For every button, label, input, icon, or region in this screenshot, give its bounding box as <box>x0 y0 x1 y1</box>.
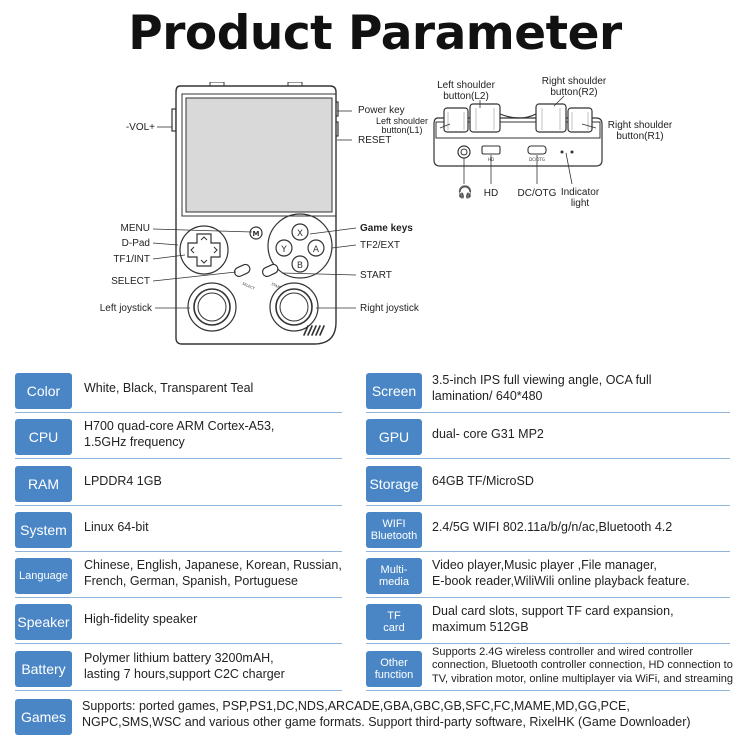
y-button-label: Y <box>280 245 287 255</box>
m-button-label: M <box>253 230 260 238</box>
spec-right-value-3: 2.4/5G WIFI 802.11a/b/g/n/ac,Bluetooth 4… <box>432 520 673 534</box>
spec-right-divider-5 <box>366 643 730 644</box>
spec-left-value-0: White, Black, Transparent Teal <box>84 381 254 395</box>
device-front-illustration: M X Y A B SELECT START <box>171 82 339 345</box>
spec-left-value-1: H700 quad-core ARM Cortex-A53,1.5GHz fre… <box>84 419 275 449</box>
spec-right-divider-3 <box>366 551 730 552</box>
l2-label: Left shoulder button(L2) <box>437 80 495 102</box>
tf1-label: TF1/INT <box>113 254 150 265</box>
r1-label: Right shoulder button(R1) <box>607 120 673 142</box>
tf2-label: TF2/EXT <box>360 240 401 251</box>
menu-label: MENU <box>120 223 150 234</box>
spec-left-value-3: Linux 64-bit <box>84 520 149 534</box>
game-keys-label: Game keys <box>360 223 413 234</box>
spec-games-label-0: Games <box>15 699 72 735</box>
reset-label: RESET <box>358 135 392 146</box>
dc-otg-label: DC/OTG <box>517 188 557 199</box>
a-button-label: A <box>313 245 320 255</box>
spec-right-label-4: Multi-media <box>366 558 422 594</box>
right-joystick-label: Right joystick <box>360 303 419 314</box>
spec-right-value-2: 64GB TF/MicroSD <box>432 474 534 488</box>
device-top-illustration: HD DC/OTG <box>433 103 603 167</box>
spec-left-divider-6 <box>15 690 342 691</box>
indicator-light-label: Indicator light <box>560 187 600 209</box>
start-pill-label: START <box>271 282 283 291</box>
spec-right-divider-4 <box>366 597 730 598</box>
hd-label: HD <box>483 188 499 199</box>
spec-left-divider-0 <box>15 412 342 413</box>
x-button-label: X <box>297 229 303 239</box>
r2-label: Right shoulder button(R2) <box>541 76 607 98</box>
headphone-icon: 🎧 <box>457 185 473 199</box>
spec-left-divider-2 <box>15 505 342 506</box>
vol-label: -VOL+ <box>125 122 155 133</box>
dpad-label: D-Pad <box>121 238 150 249</box>
back-leader-lines <box>439 95 597 185</box>
spec-games-value-0: Supports: ported games, PSP,PS1,DC,NDS,A… <box>82 699 691 729</box>
spec-left-label-2: RAM <box>15 466 72 502</box>
spec-left-label-6: Battery <box>15 651 72 687</box>
spec-right-value-4: Video player,Music player ,File manager,… <box>432 558 690 588</box>
b-button-label: B <box>297 261 303 271</box>
spec-left-value-5: High-fidelity speaker <box>84 612 198 626</box>
front-leader-lines <box>152 110 357 309</box>
l1-label: Left shoulder button(L1) <box>375 116 429 135</box>
spec-left-value-2: LPDDR4 1GB <box>84 474 162 488</box>
spec-left-label-1: CPU <box>15 419 72 455</box>
spec-right-divider-2 <box>366 505 730 506</box>
start-label: START <box>360 270 392 281</box>
spec-left-divider-1 <box>15 458 342 459</box>
spec-left-label-5: Speaker <box>15 604 72 640</box>
spec-right-label-1: GPU <box>366 419 422 455</box>
spec-left-value-6: Polymer lithium battery 3200mAH,lasting … <box>84 651 285 681</box>
spec-left-value-4: Chinese, English, Japanese, Korean, Russ… <box>84 558 342 588</box>
spec-right-label-0: Screen <box>366 373 422 409</box>
spec-right-value-0: 3.5-inch IPS full viewing angle, OCA ful… <box>432 373 652 403</box>
spec-left-divider-3 <box>15 551 342 552</box>
spec-right-divider-1 <box>366 458 730 459</box>
spec-right-divider-6 <box>366 690 730 691</box>
select-label: SELECT <box>111 276 150 287</box>
spec-left-divider-4 <box>15 597 342 598</box>
spec-right-value-6: Supports 2.4G wireless controller and wi… <box>432 645 733 685</box>
page-title: Product Parameter <box>128 6 622 61</box>
spec-right-value-5: Dual card slots, support TF card expansi… <box>432 604 674 634</box>
left-joystick-label: Left joystick <box>99 303 152 314</box>
spec-right-divider-0 <box>366 412 730 413</box>
spec-left-label-3: System <box>15 512 72 548</box>
power-key-label: Power key <box>358 105 405 116</box>
spec-right-value-1: dual- core G31 MP2 <box>432 427 544 441</box>
select-pill-label: SELECT <box>242 281 256 291</box>
spec-left-label-0: Color <box>15 373 72 409</box>
spec-left-label-4: Language <box>15 558 72 594</box>
spec-left-divider-5 <box>15 643 342 644</box>
spec-right-label-2: Storage <box>366 466 422 502</box>
